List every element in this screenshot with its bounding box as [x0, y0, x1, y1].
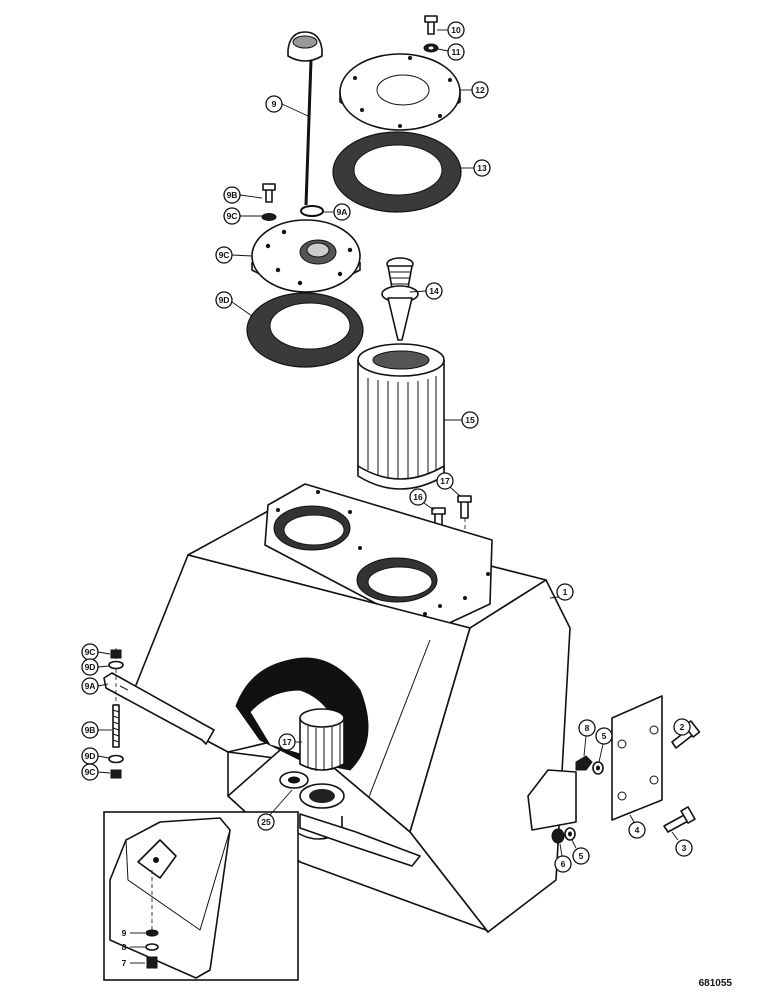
svg-text:9D: 9D [85, 751, 96, 761]
svg-text:9A: 9A [337, 207, 348, 217]
svg-text:2: 2 [680, 722, 685, 732]
svg-text:6: 6 [561, 859, 566, 869]
callout-21: 14 [409, 282, 443, 300]
callout-5-bottom: 5 [571, 839, 590, 865]
svg-text:9C: 9C [85, 647, 96, 657]
callout-8: 8 [578, 719, 596, 757]
callout-24: 17 [436, 472, 461, 497]
bracket-nuts-part [551, 755, 604, 844]
svg-text:4: 4 [635, 825, 640, 835]
lower-gasket-part [246, 292, 364, 368]
svg-text:9C: 9C [85, 767, 96, 777]
dipstick-part [287, 31, 323, 206]
callout-4: 4 [628, 814, 646, 839]
svg-text:9C: 9C [219, 250, 230, 260]
svg-text:12: 12 [475, 85, 485, 95]
svg-text:8: 8 [122, 942, 127, 952]
callout-2: 2 [673, 718, 691, 737]
callout-7-inset: 7 [122, 958, 145, 968]
svg-text:9A: 9A [85, 681, 96, 691]
bracket-bolts-part [663, 720, 701, 833]
svg-text:5: 5 [579, 851, 584, 861]
callout-11: 9A [323, 203, 351, 221]
svg-text:9: 9 [122, 928, 127, 938]
svg-text:3: 3 [682, 843, 687, 853]
svg-text:9B: 9B [227, 190, 238, 200]
svg-text:9B: 9B [85, 725, 96, 735]
svg-text:9D: 9D [219, 295, 230, 305]
callout-6-bottom: 6 [554, 843, 572, 873]
svg-text:15: 15 [465, 415, 475, 425]
callout-19: 12 [460, 81, 489, 99]
callout-9A: 9A [81, 677, 109, 695]
filter-element-part [357, 343, 445, 490]
callout-9C-bottom: 9C [81, 763, 111, 781]
right-bracket-part [527, 695, 663, 831]
svg-text:17: 17 [440, 476, 450, 486]
svg-text:1: 1 [563, 587, 568, 597]
svg-text:16: 16 [413, 492, 423, 502]
callout-1: 1 [549, 583, 574, 601]
svg-text:25: 25 [261, 817, 271, 827]
svg-text:9C: 9C [227, 211, 238, 221]
callout-9-inset: 9 [122, 928, 145, 938]
cover-bolt-part [423, 15, 439, 53]
callout-16: 17 [278, 733, 302, 751]
callout-25: 25 [257, 789, 293, 831]
cover-plate-part [251, 219, 361, 293]
callout-20: 13 [461, 159, 491, 177]
callout-14: 9C [215, 246, 253, 264]
callout-18: 11 [437, 43, 465, 61]
callout-8-inset: 8 [122, 942, 145, 952]
o-ring-part [300, 205, 324, 217]
callout-23: 16 [409, 488, 435, 511]
callout-9D-top: 9D [81, 658, 110, 676]
upper-gasket-part [332, 131, 462, 213]
callout-5-top: 5 [595, 727, 613, 763]
svg-text:8: 8 [585, 723, 590, 733]
callout-3: 3 [671, 831, 693, 857]
upper-cover-part [339, 53, 461, 131]
svg-text:11: 11 [452, 47, 461, 57]
callout-15: 9D [215, 291, 253, 317]
callout-22: 15 [444, 411, 479, 429]
svg-text:13: 13 [477, 163, 487, 173]
figure-code: 681055 [699, 978, 733, 989]
callout-9B: 9B [81, 721, 112, 739]
callout-13: 9C [223, 207, 262, 225]
svg-text:7: 7 [122, 958, 127, 968]
svg-text:17: 17 [282, 737, 292, 747]
svg-text:10: 10 [451, 25, 461, 35]
callout-12: 9B [223, 186, 263, 204]
svg-text:14: 14 [429, 286, 439, 296]
callout-9C-top: 9C [81, 643, 111, 661]
callout-10: 9 [265, 95, 309, 117]
bypass-valve-part [381, 257, 419, 341]
drain-fitting-part [279, 771, 421, 867]
inset-detail-box [103, 811, 299, 981]
stud-hardware-part [108, 649, 124, 779]
svg-text:9D: 9D [85, 662, 96, 672]
suction-strainer-part [299, 708, 345, 771]
bolt-and-washer-part [261, 183, 277, 221]
callout-17: 10 [437, 21, 465, 39]
svg-text:5: 5 [602, 731, 607, 741]
svg-text:9: 9 [272, 99, 277, 109]
callout-9D-bottom: 9D [81, 747, 110, 765]
